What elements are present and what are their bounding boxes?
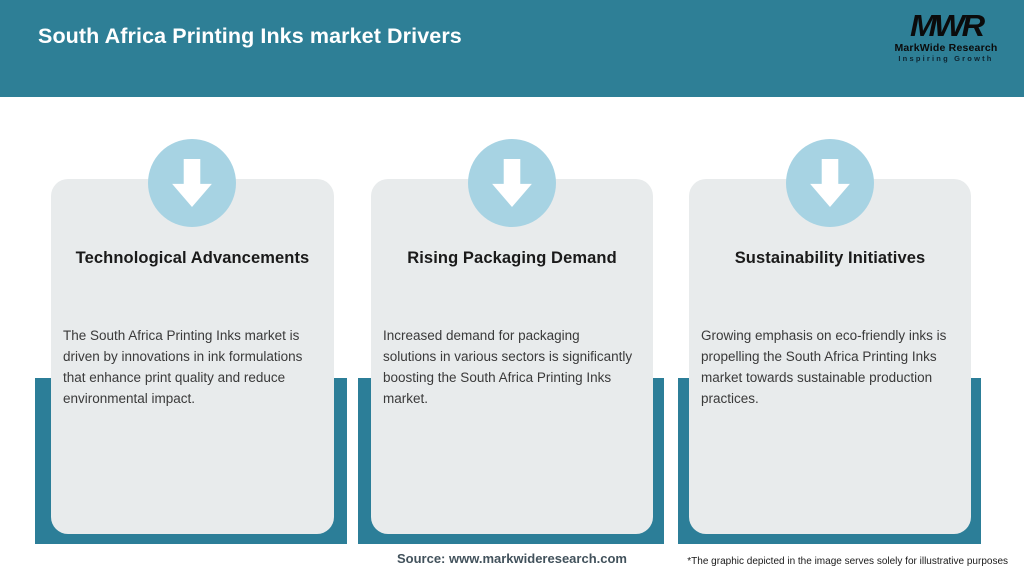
down-arrow-icon [492, 158, 532, 208]
card-description: Growing emphasis on eco-friendly inks is… [701, 328, 947, 406]
card-title: Technological Advancements [75, 249, 310, 267]
disclaimer-text: *The graphic depicted in the image serve… [687, 556, 1008, 567]
card-title: Sustainability Initiatives [734, 249, 926, 267]
page-title: South Africa Printing Inks market Driver… [38, 24, 462, 48]
header-bar: South Africa Printing Inks market Driver… [0, 0, 1024, 97]
driver-card-sustainability-initiatives: Sustainability Initiatives Growing empha… [689, 179, 971, 534]
source-text: Source: www.markwideresearch.com [396, 551, 627, 566]
down-arrow-icon [810, 158, 850, 208]
card-title: Rising Packaging Demand [407, 249, 617, 267]
card-description: Increased demand for packaging solutions… [383, 328, 633, 406]
logo-name: MarkWide Research [894, 42, 998, 54]
markwide-research-logo: MWR MarkWide Research Inspiring Growth [886, 9, 1006, 64]
driver-card-rising-packaging-demand: Rising Packaging Demand Increased demand… [371, 179, 653, 534]
down-arrow-badge [148, 139, 236, 227]
driver-card-technological-advancements: Technological Advancements The South Afr… [51, 179, 334, 534]
down-arrow-icon [172, 158, 212, 208]
card-description: The South Africa Printing Inks market is… [63, 328, 303, 406]
logo-tagline: Inspiring Growth [898, 54, 994, 63]
down-arrow-badge [468, 139, 556, 227]
down-arrow-badge [786, 139, 874, 227]
mwr-logo-icon: MWR [910, 8, 985, 43]
